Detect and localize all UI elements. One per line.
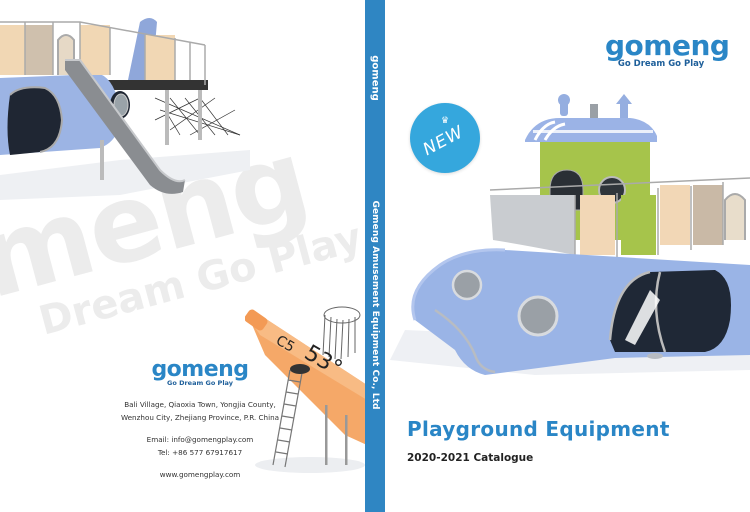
front-logo: gomeng Go Dream Go Play	[605, 29, 730, 70]
back-cover: meng Dream Go Play	[0, 0, 365, 512]
new-badge: ♛ NEW	[410, 103, 480, 173]
email-text: Email: info@gomengplay.com	[146, 435, 254, 444]
address-line-2: Wenzhou City, Zhejiang Province, P.R. Ch…	[120, 412, 280, 422]
tel-text: Tel: +86 577 67917617	[157, 447, 243, 457]
new-badge-label: NEW	[419, 122, 468, 160]
crown-icon: ♛	[441, 116, 450, 126]
spine-logo: gomeng	[369, 55, 381, 101]
spine: gomeng Gemeng Amusement Equipment Co., L…	[365, 0, 385, 512]
website-text: www.gomengplay.com	[159, 470, 241, 479]
catalogue-subtitle: 2020-2021 Catalogue	[407, 452, 534, 464]
front-logo-tagline: Go Dream Go Play	[617, 59, 705, 69]
back-logo-tagline: Go Dream Go Play	[167, 379, 233, 387]
contact-block: gomeng Go Dream Go Play Bali Village, Qi…	[100, 357, 300, 482]
catalogue-title: Playground Equipment	[407, 417, 670, 441]
back-logo-brand: gomeng	[151, 357, 249, 382]
back-logo: gomeng Go Dream Go Play	[100, 357, 300, 388]
rocket-slide-image: C5 53°	[245, 295, 365, 475]
spine-title: Gemeng Amusement Equipment Co., Ltd	[370, 200, 380, 410]
airplane-playground-image	[0, 0, 260, 200]
address-line-1: Bali Village, Qiaoxia Town, Yongjia Coun…	[124, 400, 276, 409]
front-cover: gomeng Go Dream Go Play	[385, 0, 750, 512]
submarine-playground-image	[385, 90, 750, 390]
front-logo-brand: gomeng	[605, 29, 730, 62]
